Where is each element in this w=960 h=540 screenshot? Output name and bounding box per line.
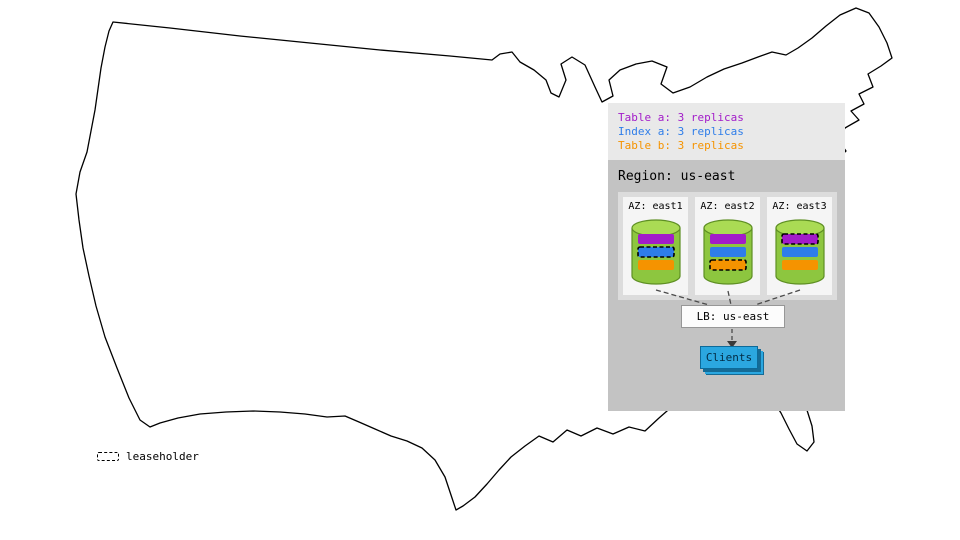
replica-legend: Table a: 3 replicas Index a: 3 replicas … — [608, 103, 845, 160]
legend-table-b: Table b: 3 replicas — [618, 139, 744, 152]
replica-bar-table-b — [637, 260, 674, 270]
region-title: Region: us-east — [618, 169, 736, 184]
az-box-east2: AZ: east2 — [695, 197, 760, 295]
replica-bar-index-a — [781, 247, 818, 257]
replica-bar-table-a — [780, 233, 819, 245]
leaseholder-legend: leaseholder — [97, 450, 199, 463]
leaseholder-swatch-icon — [97, 452, 119, 461]
az-label: AZ: east1 — [628, 201, 683, 212]
legend-table-a: Table a: 3 replicas — [618, 111, 744, 124]
replica-bar-table-b — [708, 259, 747, 271]
cylinder-top — [630, 219, 681, 237]
legend-index-a: Index a: 3 replicas — [618, 125, 744, 138]
database-cylinder-icon — [630, 219, 681, 285]
load-balancer: LB: us-east — [681, 305, 785, 328]
replica-bar-index-a — [636, 246, 675, 258]
cylinder-top — [702, 219, 753, 237]
az-box-east1: AZ: east1 — [623, 197, 688, 295]
az-label: AZ: east3 — [772, 201, 827, 212]
replication-panel: Table a: 3 replicas Index a: 3 replicas … — [608, 103, 845, 411]
leaseholder-label: leaseholder — [126, 450, 199, 463]
replica-bar-index-a — [709, 247, 746, 257]
replica-bar-table-a — [637, 234, 674, 244]
clients-box: Clients — [700, 346, 758, 369]
database-cylinder-icon — [702, 219, 753, 285]
az-container: AZ: east1 AZ: east2 — [618, 192, 837, 300]
replica-bar-table-a — [709, 234, 746, 244]
az-label: AZ: east2 — [700, 201, 755, 212]
database-cylinder-icon — [774, 219, 825, 285]
region-box: Region: us-east AZ: east1 AZ: east2 — [608, 160, 845, 411]
replica-bar-table-b — [781, 260, 818, 270]
az-box-east3: AZ: east3 — [767, 197, 832, 295]
